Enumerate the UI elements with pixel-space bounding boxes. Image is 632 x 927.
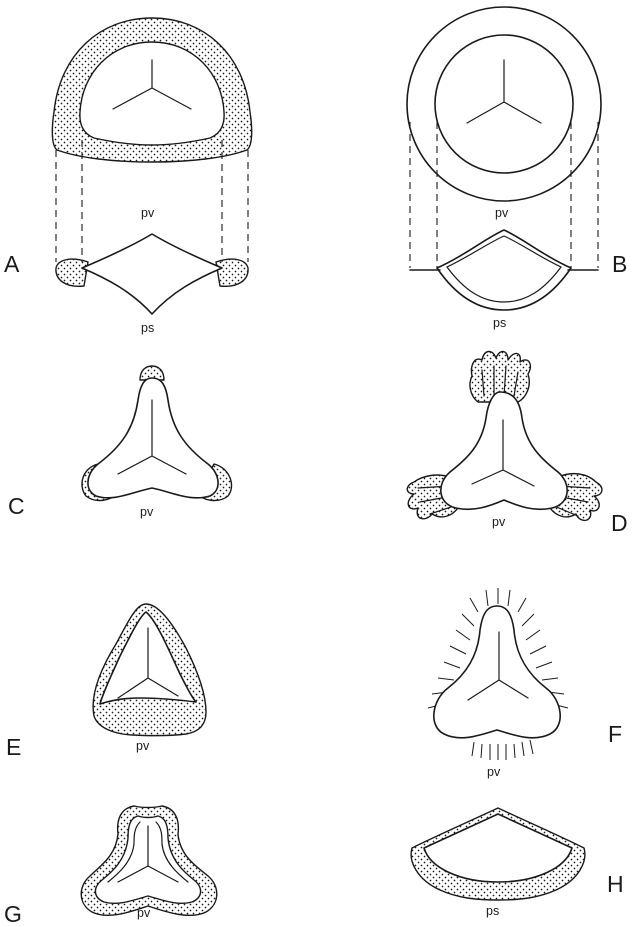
figure-b-outer-circle	[407, 7, 601, 201]
figure-c-label-pv: pv	[140, 505, 154, 519]
figure-a-label-pv: pv	[141, 206, 155, 220]
figure-b-side-body-inner	[447, 236, 561, 302]
figure-g-letter: G	[4, 901, 22, 927]
figure-g-label-pv: pv	[137, 906, 151, 920]
figure-b-side-body-outer	[437, 230, 571, 310]
figure-b-letter: B	[612, 251, 627, 277]
figure-h: ps H	[411, 808, 623, 918]
figure-f-label-pv: pv	[487, 765, 501, 779]
figure-c-letter: C	[8, 493, 25, 519]
figure-d-body	[441, 392, 567, 509]
figure-d-letter: D	[611, 510, 628, 536]
figure-f-letter: F	[608, 721, 622, 747]
figure-b: pv ps B	[407, 7, 627, 330]
figure-b-inner-circle	[435, 35, 573, 173]
figure-e-label-pv: pv	[136, 739, 150, 753]
figure-d-label-pv: pv	[492, 515, 506, 529]
figure-b-projection-lines	[410, 122, 598, 268]
figure-b-label-pv: pv	[495, 206, 509, 220]
figure-g-outer	[81, 806, 217, 915]
figure-a-side-wing-right	[216, 259, 248, 286]
figure-a-side-body	[82, 234, 222, 314]
figure-e: pv E	[6, 604, 206, 760]
figure-d: pv D	[407, 351, 627, 536]
figure-c: pv C	[8, 366, 232, 519]
figure-f-body	[434, 606, 560, 738]
figure-h-label-ps: ps	[486, 904, 499, 918]
figure-a-label-ps: ps	[141, 321, 154, 335]
figure-c-body	[88, 378, 218, 498]
figure-b-label-ps: ps	[493, 316, 506, 330]
figure-a: pv ps A	[4, 18, 252, 335]
figure-h-letter: H	[607, 871, 624, 897]
figure-f: pv F	[428, 588, 622, 779]
figure-a-side-wing-left	[56, 259, 88, 286]
figure-h-inner	[424, 814, 572, 882]
figure-b-trilete-mark	[467, 60, 541, 123]
figure-g: pv G	[4, 806, 217, 927]
figure-a-trilete-mark	[113, 60, 191, 109]
figure-a-letter: A	[4, 251, 20, 277]
figure-e-letter: E	[6, 734, 21, 760]
